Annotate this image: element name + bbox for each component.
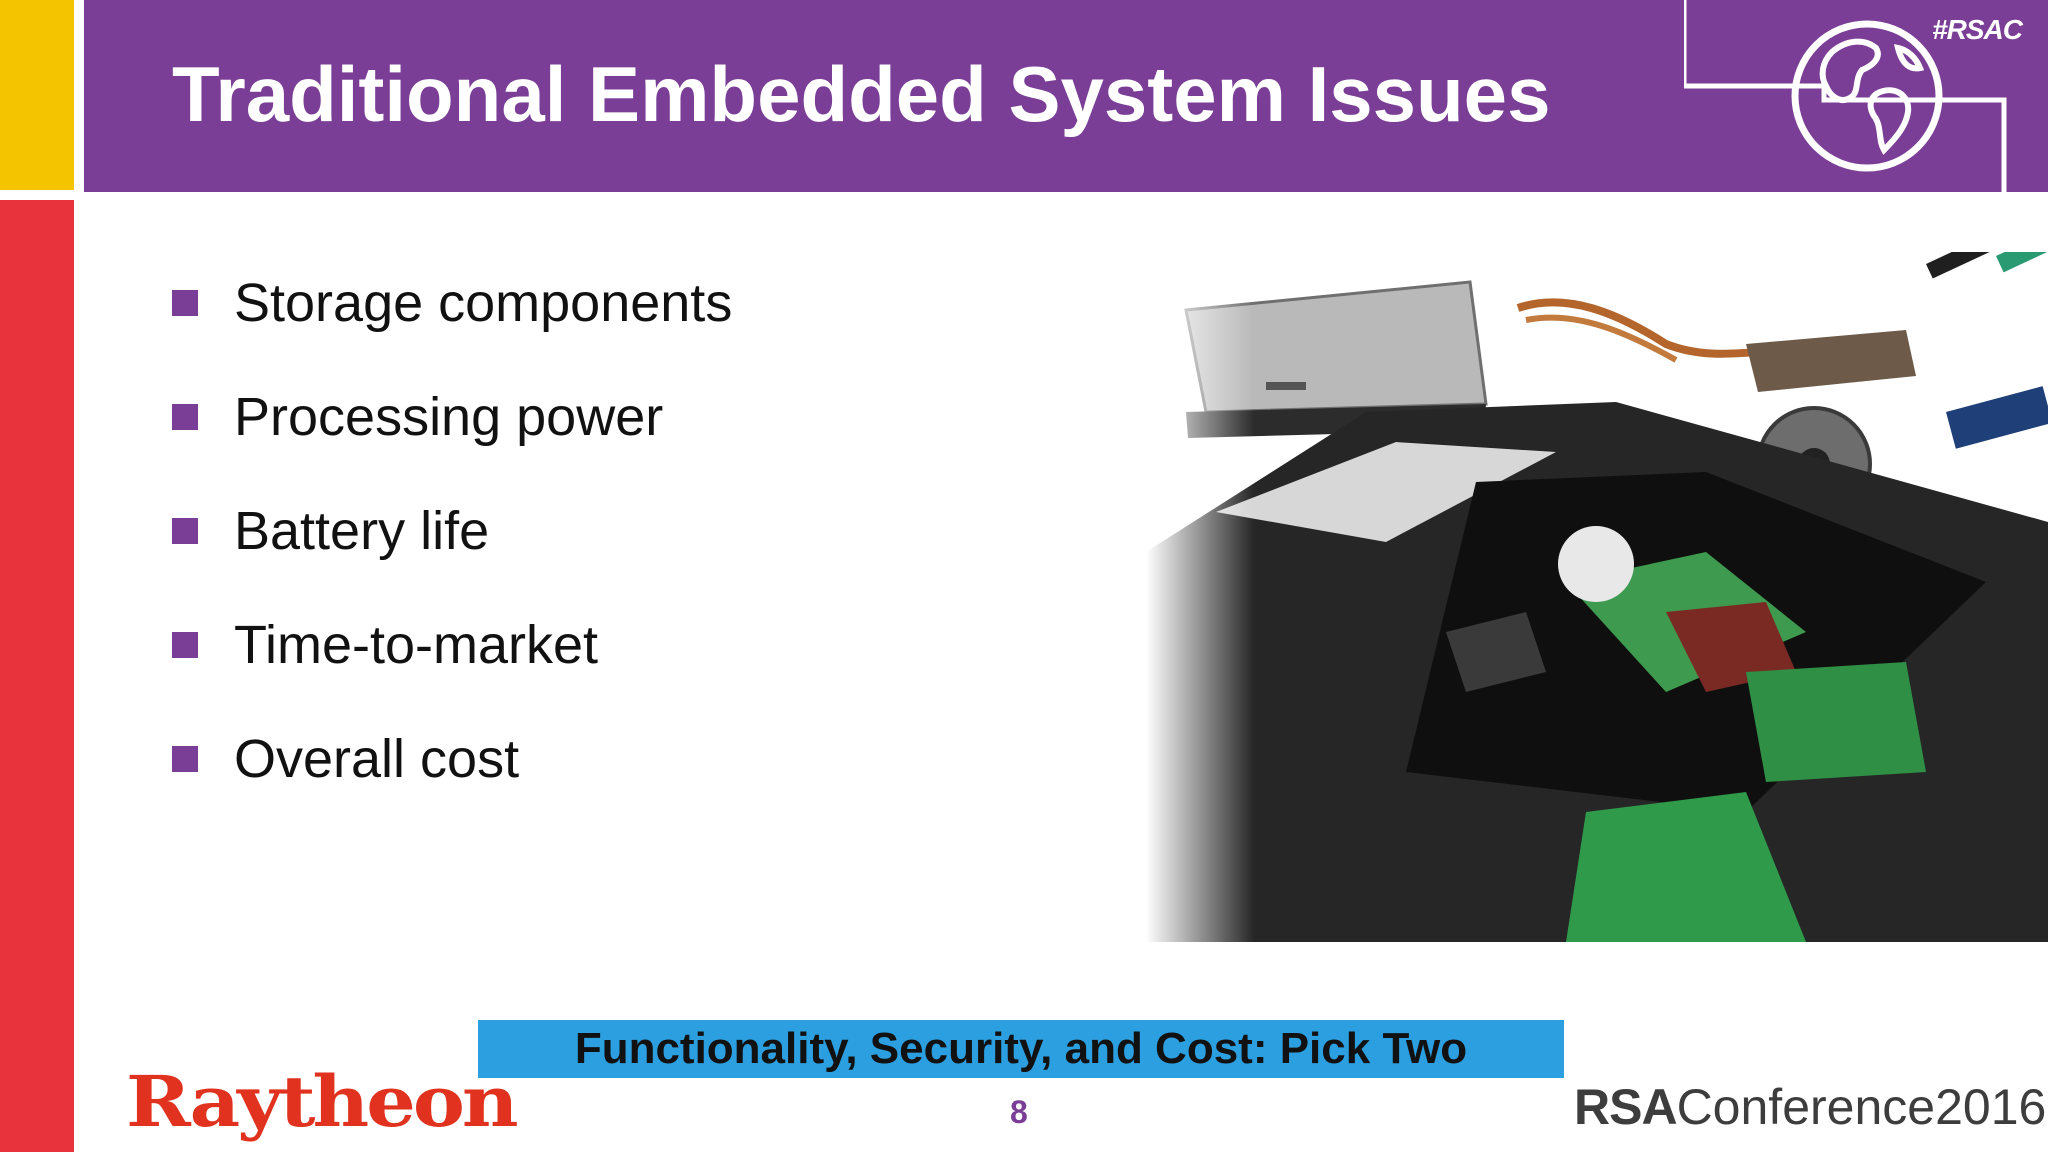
bullet-text: Storage components xyxy=(234,273,733,333)
bullet-item: Time-to-market xyxy=(172,588,732,702)
bullet-text: Time-to-market xyxy=(234,615,599,675)
bullet-item: Battery life xyxy=(172,474,732,588)
left-stripe-yellow xyxy=(0,0,74,190)
page-number: 8 xyxy=(1010,1094,1028,1130)
bullet-square-icon xyxy=(172,518,198,544)
bullet-square-icon xyxy=(172,290,198,316)
bullet-item: Overall cost xyxy=(172,702,732,816)
bullet-item: Storage components xyxy=(172,246,732,360)
conference-logo-text: Conference2016 xyxy=(1676,1079,2047,1135)
raytheon-logo: Raytheon xyxy=(126,1061,519,1143)
globe-icon xyxy=(1684,0,2007,196)
takeaway-banner: Functionality, Security, and Cost: Pick … xyxy=(478,1020,1564,1078)
bullet-square-icon xyxy=(172,746,198,772)
bullet-text: Processing power xyxy=(234,387,664,447)
rsa-logo-text: RSA xyxy=(1574,1079,1678,1135)
rsa-conference-logo: RSAConference2016 xyxy=(1574,1078,2046,1136)
left-stripe-red xyxy=(0,200,74,1152)
title-bar xyxy=(84,0,2048,192)
bullet-square-icon xyxy=(172,404,198,430)
bullet-text: Overall cost xyxy=(234,729,520,789)
bullet-text: Battery life xyxy=(234,501,490,561)
bullet-square-icon xyxy=(172,632,198,658)
bullet-list: Storage components Processing power Batt… xyxy=(172,246,732,816)
rsac-hashtag: #RSAC xyxy=(1932,14,2023,45)
slide-title: Traditional Embedded System Issues xyxy=(172,50,1551,138)
bullet-item: Processing power xyxy=(172,360,732,474)
disassembled-laptop-photo xyxy=(1146,252,2048,942)
